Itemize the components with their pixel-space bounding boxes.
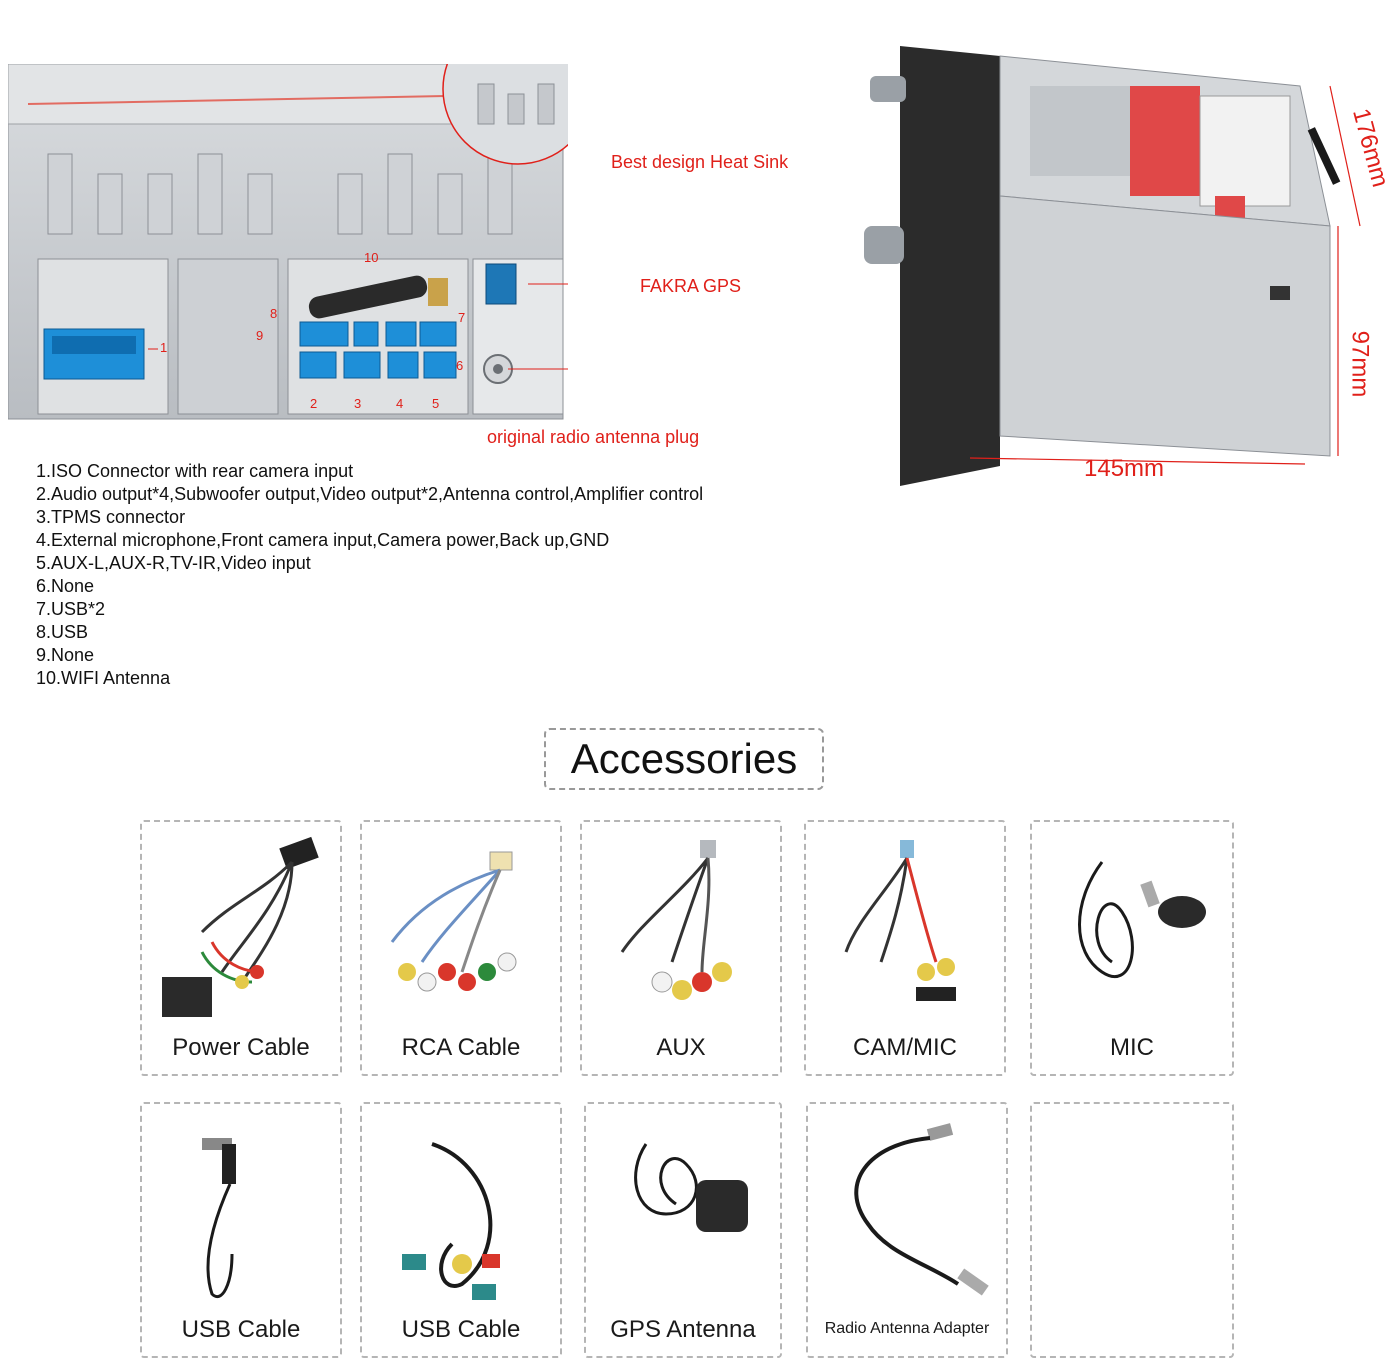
marker-10: 10 [364, 250, 379, 265]
accessory-card-gps-antenna: GPS Antenna [584, 1102, 782, 1358]
accessory-card-aux: AUX [580, 820, 782, 1076]
accessory-card-usb-cable-1: USB Cable [140, 1102, 342, 1358]
legend-item: 8.USB [36, 622, 89, 642]
usb-cable-icon [202, 1138, 236, 1298]
accessory-label: RCA Cable [401, 1034, 521, 1061]
legend-item: 2.Audio output*4,Subwoofer output,Video … [36, 484, 704, 504]
accessory-label: CAM/MIC [853, 1034, 957, 1061]
legend-item: 5.AUX-L,AUX-R,TV-IR,Video input [36, 553, 311, 573]
legend-item: 4.External microphone,Front camera input… [36, 530, 610, 550]
accessory-card-empty [1030, 1102, 1234, 1358]
accessory-card-radio-antenna-adapter: Radio Antenna Adapter [806, 1102, 1008, 1358]
rear-panel-image: 1 2 3 4 5 6 7 8 9 10 [7, 13, 709, 424]
callout-fakra-gps: FAKRA GPS [640, 276, 742, 296]
radio-antenna-adapter-icon [854, 1123, 989, 1296]
marker-1: 1 [160, 340, 168, 355]
accessory-label: USB Cable [401, 1316, 521, 1343]
marker-9: 9 [256, 328, 264, 343]
aux-cable-icon [620, 840, 732, 1000]
legend-item: 10.WIFI Antenna [36, 668, 171, 688]
marker-5: 5 [432, 396, 440, 411]
gps-antenna-icon [634, 1143, 748, 1232]
connector-legend: 1.ISO Connector with rear camera input 2… [36, 460, 703, 690]
dimension-145mm: 145mm [1084, 455, 1165, 482]
usb-video-cable-icon [402, 1142, 500, 1300]
accessory-card-mic: MIC [1030, 820, 1234, 1076]
marker-4: 4 [396, 396, 404, 411]
accessory-label: AUX [656, 1034, 706, 1061]
accessory-label: USB Cable [181, 1316, 301, 1343]
accessory-card-rca-cable: RCA Cable [360, 820, 562, 1076]
marker-2: 2 [310, 396, 318, 411]
cam-mic-cable-icon [844, 840, 956, 1001]
legend-item: 1.ISO Connector with rear camera input [36, 461, 354, 481]
legend-item: 7.USB*2 [36, 599, 106, 619]
legend-item: 6.None [36, 576, 95, 596]
side-view-image [860, 26, 1380, 496]
legend-item: 3.TPMS connector [36, 507, 186, 527]
accessory-label: MIC [1110, 1034, 1154, 1061]
marker-3: 3 [354, 396, 362, 411]
accessory-label: Power Cable [172, 1034, 310, 1061]
microphone-icon [1078, 861, 1206, 979]
dimension-97mm: 97mm [1346, 330, 1374, 398]
accessory-card-cam-mic: CAM/MIC [804, 820, 1006, 1076]
callout-radio-plug: original radio antenna plug [487, 427, 700, 447]
marker-8: 8 [270, 306, 278, 321]
marker-7: 7 [458, 310, 466, 325]
callout-heat-sink: Best design Heat Sink [611, 152, 789, 172]
marker-6: 6 [456, 358, 464, 373]
accessory-label: Radio Antenna Adapter [824, 1320, 990, 1337]
accessories-title: Accessories [544, 728, 824, 790]
power-cable-icon [162, 836, 319, 1017]
accessory-card-usb-cable-2: USB Cable [360, 1102, 562, 1358]
legend-item: 9.None [36, 645, 95, 665]
accessory-label: GPS Antenna [610, 1316, 756, 1343]
accessory-card-power-cable: Power Cable [140, 820, 342, 1076]
rca-cable-icon [390, 851, 517, 992]
